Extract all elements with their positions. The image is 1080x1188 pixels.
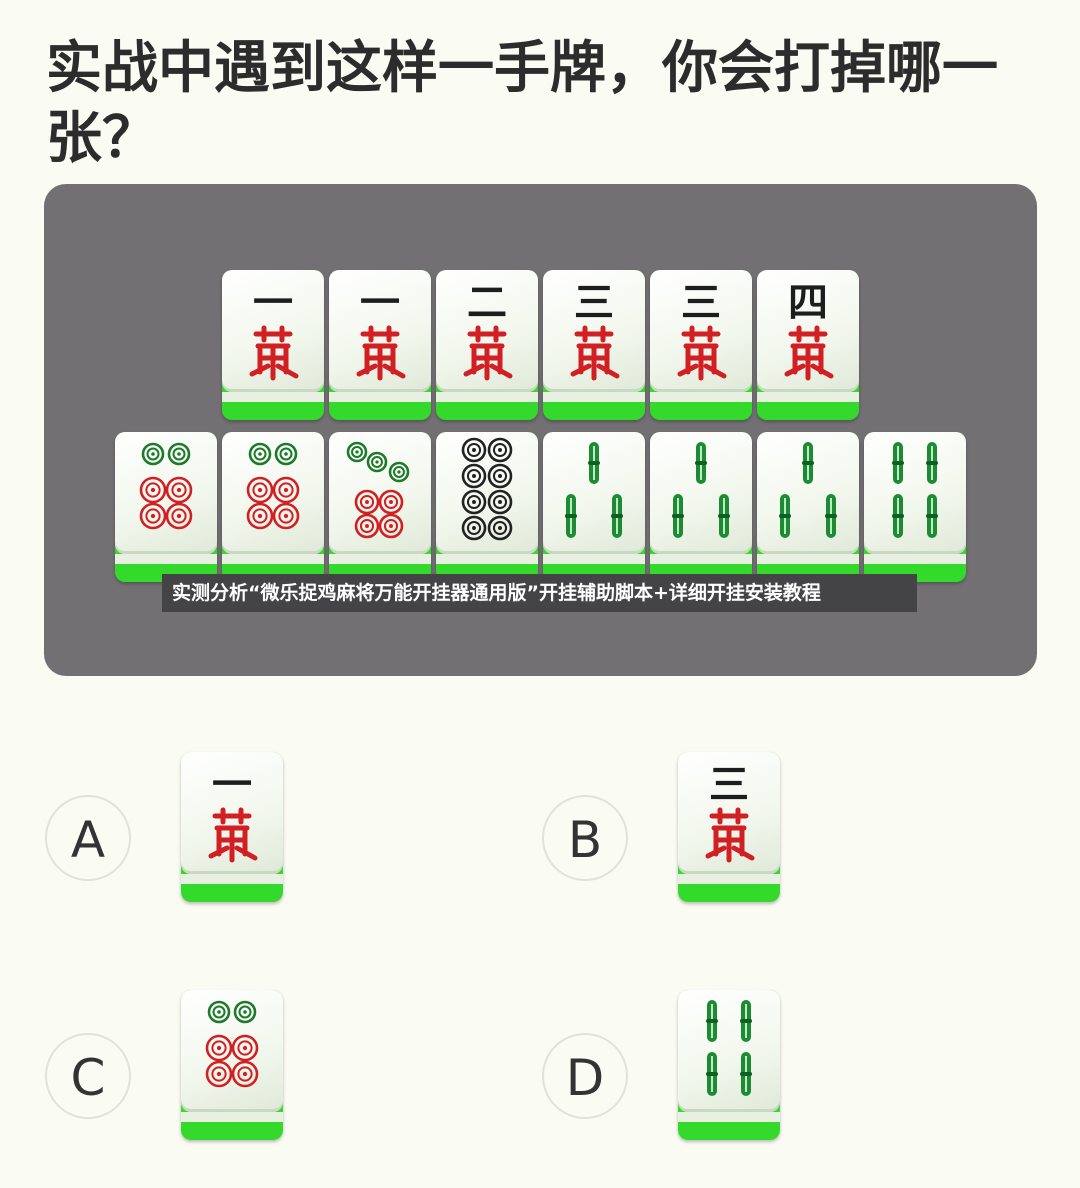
- hand-bottom-tile-2: [222, 432, 324, 582]
- hand-top-tile-1-face: 一: [222, 270, 324, 392]
- hand-top-tile-2-numeral: 一: [360, 279, 400, 326]
- hand-top-tile-3-face: 二: [436, 270, 538, 392]
- hand-bottom-tile-8-face: [864, 432, 966, 554]
- option-a-tile-edge: [181, 874, 283, 884]
- hand-bottom-tile-8: [864, 432, 966, 582]
- hand-top-tile-3: 二: [436, 270, 538, 420]
- hand-bottom-tile-1-face: [115, 432, 217, 554]
- hand-top-tile-6-wan-mark: [784, 325, 834, 381]
- option-c-tile-face: [181, 990, 283, 1112]
- hand-top-tile-4-face: 三: [543, 270, 645, 392]
- hand-top-tile-2-face: 一: [329, 270, 431, 392]
- hand-bottom-tile-6: [650, 432, 752, 582]
- hand-top-tile-4-wan-mark: [570, 325, 620, 381]
- hand-top-tile-2-wan-mark: [356, 325, 406, 381]
- hand-bottom-tile-2-face: [222, 432, 324, 554]
- hand-top-tile-6-numeral: 四: [788, 279, 828, 326]
- hand-bottom-tile-6-face: [650, 432, 752, 554]
- hand-top-tile-5: 三: [650, 270, 752, 420]
- hand-bottom-tile-4-edge: [436, 554, 538, 564]
- hand-top-tile-1-edge: [222, 392, 324, 402]
- hand-bottom-tile-2-dots: [246, 442, 300, 530]
- hand-top-tile-4-edge: [543, 392, 645, 402]
- overlay-caption: 实测分析“微乐捉鸡麻将万能开挂器通用版”开挂辅助脚本+详细开挂安装教程: [162, 574, 917, 612]
- hand-bottom-tile-3-edge: [329, 554, 431, 564]
- hand-top-tile-5-edge: [650, 392, 752, 402]
- option-d-tile-edge: [678, 1112, 780, 1122]
- hand-top-tile-6-edge: [757, 392, 859, 402]
- option-d-tile-face: [678, 990, 780, 1112]
- option-b-tile[interactable]: 三: [678, 752, 780, 902]
- hand-bottom-tile-7-edge: [757, 554, 859, 564]
- hand-top-tile-5-numeral: 三: [681, 279, 721, 326]
- hand-top-tile-2: 一: [329, 270, 431, 420]
- hand-bottom-tile-7: [757, 432, 859, 582]
- option-b-button[interactable]: B: [542, 795, 628, 881]
- hand-top-tile-3-edge: [436, 392, 538, 402]
- question-title: 实战中遇到这样一手牌，你会打掉哪一张？: [46, 36, 998, 171]
- option-a-tile-wan-mark: [208, 807, 258, 863]
- option-b-tile-numeral: 三: [709, 761, 749, 808]
- option-b-tile-edge: [678, 874, 780, 884]
- option-d-tile[interactable]: [678, 990, 780, 1140]
- hand-bottom-tile-7-bamboo: [779, 442, 837, 538]
- hand-top-tile-5-face: 三: [650, 270, 752, 392]
- hand-bottom-tile-3-dots: [346, 441, 410, 539]
- option-a-tile-face: 一: [181, 752, 283, 874]
- hand-top-tile-3-wan-mark: [463, 325, 513, 381]
- hand-top-tile-6: 四: [757, 270, 859, 420]
- hand-bottom-tile-3: [329, 432, 431, 582]
- hand-bottom-tile-3-face: [329, 432, 431, 554]
- hand-bottom-tile-4-face: [436, 432, 538, 554]
- option-a-button[interactable]: A: [45, 795, 131, 881]
- hand-bottom-tile-8-edge: [864, 554, 966, 564]
- hand-bottom-tile-7-face: [757, 432, 859, 554]
- hand-top-tile-4-numeral: 三: [574, 279, 614, 326]
- hand-top-tile-1-wan-mark: [249, 325, 299, 381]
- hand-bottom-tile-8-bamboo: [892, 442, 938, 538]
- option-c-button[interactable]: C: [45, 1033, 131, 1119]
- hand-bottom-tile-5-edge: [543, 554, 645, 564]
- hand-bottom-tile-6-bamboo: [672, 442, 730, 538]
- hand-top-tile-3-numeral: 二: [467, 279, 507, 326]
- hand-top-tile-1: 一: [222, 270, 324, 420]
- option-c-tile-edge: [181, 1112, 283, 1122]
- hand-bottom-tile-1-dots: [139, 442, 193, 530]
- hand-bottom-tile-6-edge: [650, 554, 752, 564]
- option-a-tile[interactable]: 一: [181, 752, 283, 902]
- hand-bottom-tile-1-edge: [115, 554, 217, 564]
- option-d-tile-bamboo: [706, 1000, 752, 1096]
- option-c-tile-dots: [205, 1000, 259, 1088]
- hand-bottom-tile-1: [115, 432, 217, 582]
- hand-bottom-tile-5-face: [543, 432, 645, 554]
- hand-top-tile-4: 三: [543, 270, 645, 420]
- option-b-tile-wan-mark: [705, 807, 755, 863]
- hand-top-tile-2-edge: [329, 392, 431, 402]
- option-b-tile-face: 三: [678, 752, 780, 874]
- hand-bottom-tile-4: [436, 432, 538, 582]
- hand-bottom-tile-5: [543, 432, 645, 582]
- hand-top-tile-5-wan-mark: [677, 325, 727, 381]
- hand-top-tile-1-numeral: 一: [253, 279, 293, 326]
- hand-bottom-tile-4-dots: [461, 437, 513, 541]
- hand-bottom-tile-2-edge: [222, 554, 324, 564]
- hand-bottom-tile-5-bamboo: [565, 442, 623, 538]
- option-d-button[interactable]: D: [542, 1033, 628, 1119]
- hand-top-tile-6-face: 四: [757, 270, 859, 392]
- option-c-tile[interactable]: [181, 990, 283, 1140]
- option-a-tile-numeral: 一: [212, 761, 252, 808]
